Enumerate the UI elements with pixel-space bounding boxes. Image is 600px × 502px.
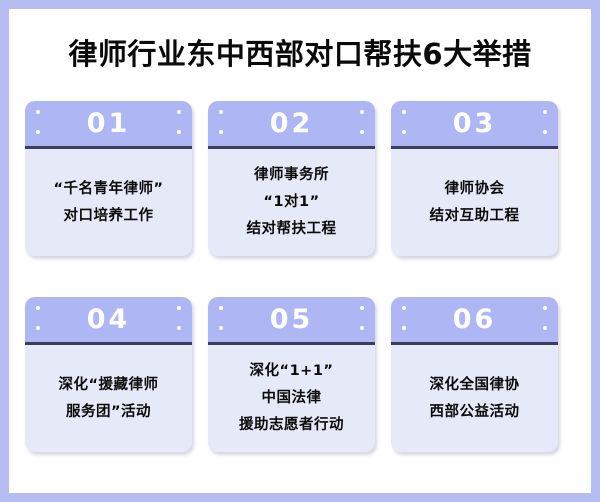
card-header-01: 01 <box>25 101 192 149</box>
card-body-04: 深化“援藏律师 服务团”活动 <box>25 345 192 452</box>
card-number-02: 02 <box>269 108 314 139</box>
rivet-dot-icon <box>360 110 364 114</box>
card-body-03: 律师协会 结对互助工程 <box>391 149 558 256</box>
rivet-dot-icon <box>543 306 547 310</box>
measure-card-06[interactable]: 06 深化全国律协 西部公益活动 <box>391 297 558 452</box>
card-header-02: 02 <box>208 101 375 149</box>
rivet-dot-icon <box>219 326 223 330</box>
card-number-03: 03 <box>452 108 497 139</box>
card-number-06: 06 <box>452 304 497 335</box>
card-body-05: 深化“1+1” 中国法律 援助志愿者行动 <box>208 345 375 452</box>
rivet-dot-icon <box>543 130 547 134</box>
card-number-05: 05 <box>269 304 314 335</box>
rivet-dot-icon <box>402 130 406 134</box>
card-text-line: “千名青年律师” <box>53 180 164 197</box>
rivet-dot-icon <box>219 110 223 114</box>
measure-card-03[interactable]: 03 律师协会 结对互助工程 <box>391 101 558 256</box>
card-text-line: “1对1” <box>263 194 320 210</box>
poster-canvas: 律师行业东中西部对口帮扶6大举措 01 “千名青年律师” 对口培养工作 <box>9 9 591 493</box>
card-header-05: 05 <box>208 297 375 345</box>
measure-card-01[interactable]: 01 “千名青年律师” 对口培养工作 <box>25 101 192 256</box>
card-text-line: 深化“1+1” <box>249 363 334 379</box>
card-header-06: 06 <box>391 297 558 345</box>
card-body-06: 深化全国律协 西部公益活动 <box>391 345 558 452</box>
card-text-line: 服务团”活动 <box>65 403 152 420</box>
card-text-line: 深化“援藏律师 <box>58 376 159 393</box>
card-header-04: 04 <box>25 297 192 345</box>
rivet-dot-icon <box>177 110 181 114</box>
rivet-dot-icon <box>402 306 406 310</box>
measure-card-04[interactable]: 04 深化“援藏律师 服务团”活动 <box>25 297 192 452</box>
rivet-dot-icon <box>36 110 40 114</box>
rivet-dot-icon <box>219 306 223 310</box>
card-text-line: 中国法律 <box>261 390 322 406</box>
card-text-line: 西部公益活动 <box>429 403 520 420</box>
card-text-line: 结对互助工程 <box>429 207 520 224</box>
rivet-dot-icon <box>402 326 406 330</box>
card-text-line: 对口培养工作 <box>63 207 154 224</box>
rivet-dot-icon <box>36 130 40 134</box>
measures-grid: 01 “千名青年律师” 对口培养工作 02 律师事务所 “1对1” 结对帮扶工程 <box>25 101 575 452</box>
card-number-01: 01 <box>86 108 131 139</box>
card-text-line: 律师协会 <box>444 180 505 197</box>
card-number-04: 04 <box>86 304 131 335</box>
rivet-dot-icon <box>36 306 40 310</box>
rivet-dot-icon <box>402 110 406 114</box>
rivet-dot-icon <box>177 306 181 310</box>
page-title: 律师行业东中西部对口帮扶6大举措 <box>68 37 532 71</box>
measure-card-05[interactable]: 05 深化“1+1” 中国法律 援助志愿者行动 <box>208 297 375 452</box>
rivet-dot-icon <box>360 130 364 134</box>
card-text-line: 深化全国律协 <box>429 376 520 393</box>
rivet-dot-icon <box>360 306 364 310</box>
rivet-dot-icon <box>177 130 181 134</box>
rivet-dot-icon <box>36 326 40 330</box>
rivet-dot-icon <box>543 326 547 330</box>
rivet-dot-icon <box>360 326 364 330</box>
card-body-01: “千名青年律师” 对口培养工作 <box>25 149 192 256</box>
card-body-02: 律师事务所 “1对1” 结对帮扶工程 <box>208 149 375 256</box>
rivet-dot-icon <box>543 110 547 114</box>
measure-card-02[interactable]: 02 律师事务所 “1对1” 结对帮扶工程 <box>208 101 375 256</box>
card-text-line: 结对帮扶工程 <box>246 221 337 237</box>
rivet-dot-icon <box>219 130 223 134</box>
card-text-line: 援助志愿者行动 <box>239 417 344 433</box>
rivet-dot-icon <box>177 326 181 330</box>
card-text-line: 律师事务所 <box>254 167 329 183</box>
card-header-03: 03 <box>391 101 558 149</box>
